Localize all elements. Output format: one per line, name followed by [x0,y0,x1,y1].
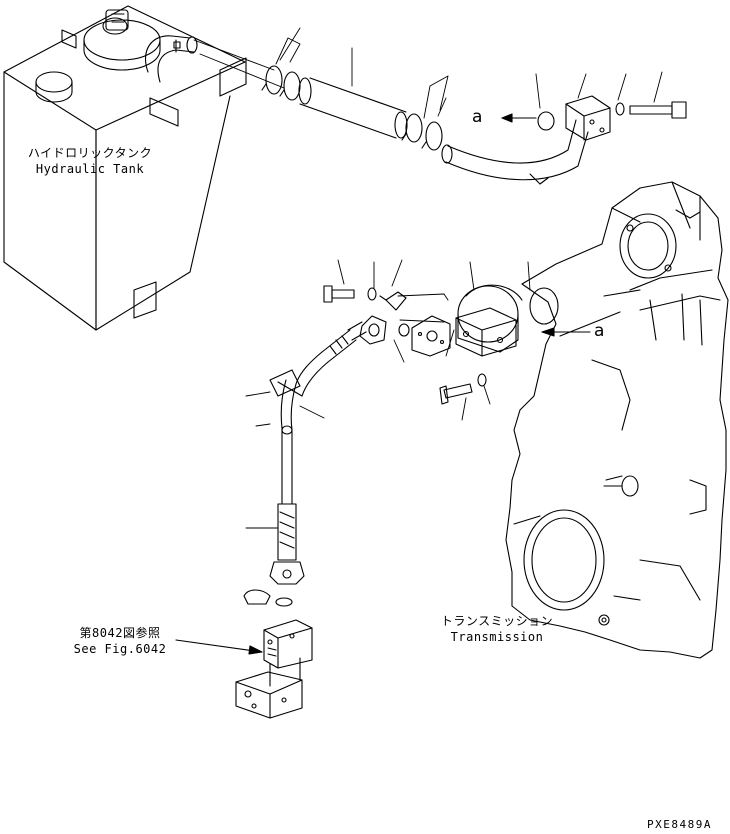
pump-assembly [324,285,558,404]
reference-arrows [176,114,590,654]
hose-clamp [406,114,422,142]
hydraulic-tank [4,6,246,330]
leader-lines [194,28,662,528]
transmission-label-en: Transmission [450,630,544,644]
bolt [630,106,672,114]
o-ring [538,112,554,130]
see-fig-label-en: See Fig.6042 [73,642,167,656]
see-fig-label-jp: 第8042図参照 [79,626,161,640]
transmission-label-jp: トランスミッション [440,614,554,628]
washer [368,288,376,300]
reference-a-top: a [472,107,483,127]
hose-clamp [266,66,282,94]
suction-hose-assembly [262,66,686,184]
hose-clamp [426,122,442,150]
valve-block [236,620,312,718]
hydraulic-tank-label-en: Hydraulic Tank [35,162,145,176]
hydraulic-tank-label-jp: ハイドロリックタンク [27,146,153,160]
o-ring [530,288,558,324]
see-fig-arrow [176,640,262,652]
hose-clamp [284,72,300,100]
drawing-code: PXE8489A [647,818,712,831]
bolt [332,290,354,298]
washer [478,374,486,386]
lower-hose-assembly [244,316,386,606]
washer [616,103,624,115]
bolt [444,384,472,398]
transmission [506,182,728,658]
o-ring [399,324,409,336]
reference-a-mid: a [594,321,605,341]
